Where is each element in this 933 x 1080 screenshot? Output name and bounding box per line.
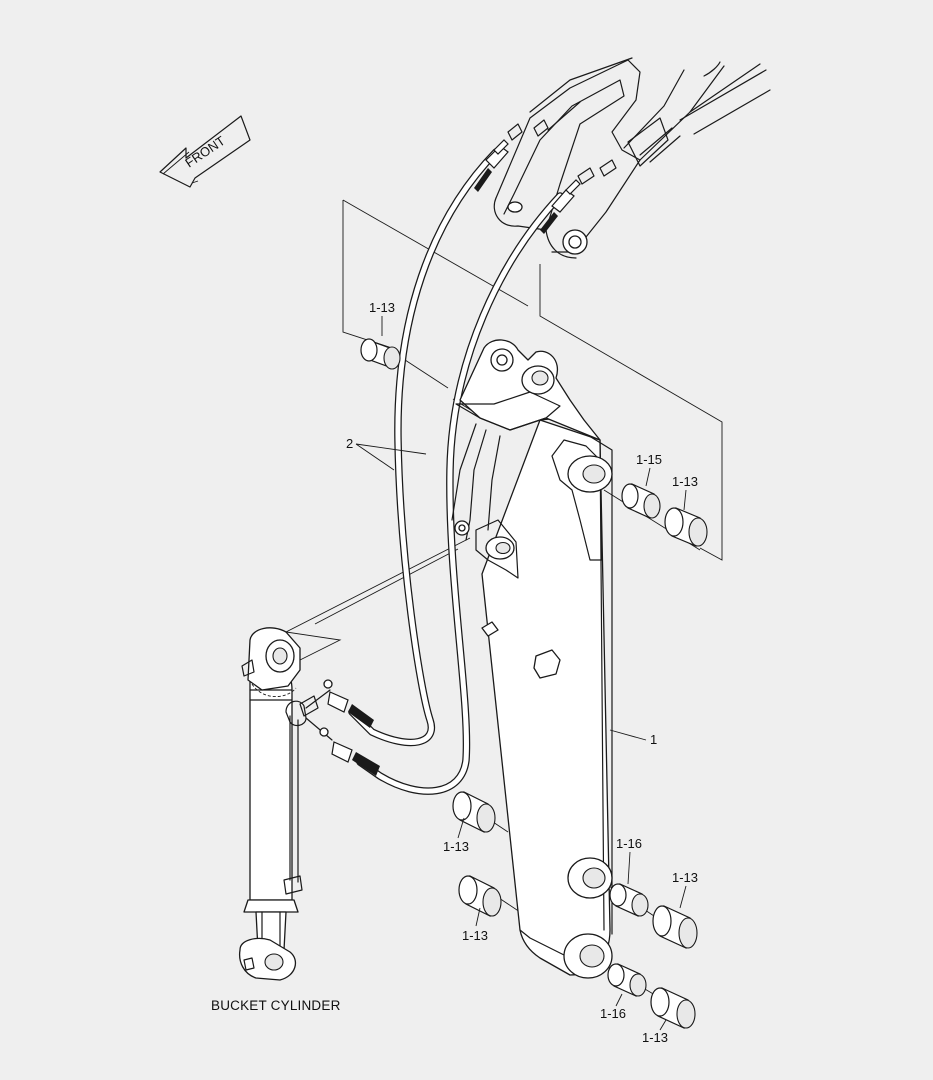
callout-1-13-bottom-right: 1-13 [642, 1030, 668, 1045]
bushing-1-16-bottom [607, 963, 647, 997]
front-label: FRONT [182, 133, 228, 171]
hydraulic-hoses [327, 139, 581, 795]
callout-1-13-lower-left-b: 1-13 [462, 928, 488, 943]
bushing-top-left [360, 338, 401, 370]
callout-1-13-mid-right: 1-13 [672, 870, 698, 885]
callout-1-13-upper-right: 1-13 [672, 474, 698, 489]
bushing-1-16-mid [609, 883, 649, 917]
boom-structure [493, 57, 771, 259]
bushing-1-15-upper [621, 483, 661, 519]
front-arrow-icon [159, 115, 251, 188]
bushing-1-13-lower-left-a [452, 791, 496, 833]
bushing-1-13-lower-left-b [458, 875, 502, 917]
arm-body [451, 339, 613, 979]
callout-labels: 1-13 2 1-15 1-13 1 1-13 1-13 1-16 1-13 1… [346, 300, 698, 1045]
callout-1-13-lower-left-a: 1-13 [443, 839, 469, 854]
bushing-1-13-mid-right [652, 905, 698, 949]
callout-1-16-bottom: 1-16 [600, 1006, 626, 1021]
bushing-1-13-upper-right [664, 507, 708, 547]
callout-1-15: 1-15 [636, 452, 662, 467]
bucket-cylinder-caption: BUCKET CYLINDER [211, 998, 341, 1013]
callout-1-16-mid: 1-16 [616, 836, 642, 851]
callout-2-hoses: 2 [346, 436, 353, 451]
bushing-1-13-bottom-right [650, 987, 696, 1029]
callout-1-13-top-left: 1-13 [369, 300, 395, 315]
bucket-cylinder [238, 627, 333, 981]
callout-1-arm: 1 [650, 732, 657, 747]
